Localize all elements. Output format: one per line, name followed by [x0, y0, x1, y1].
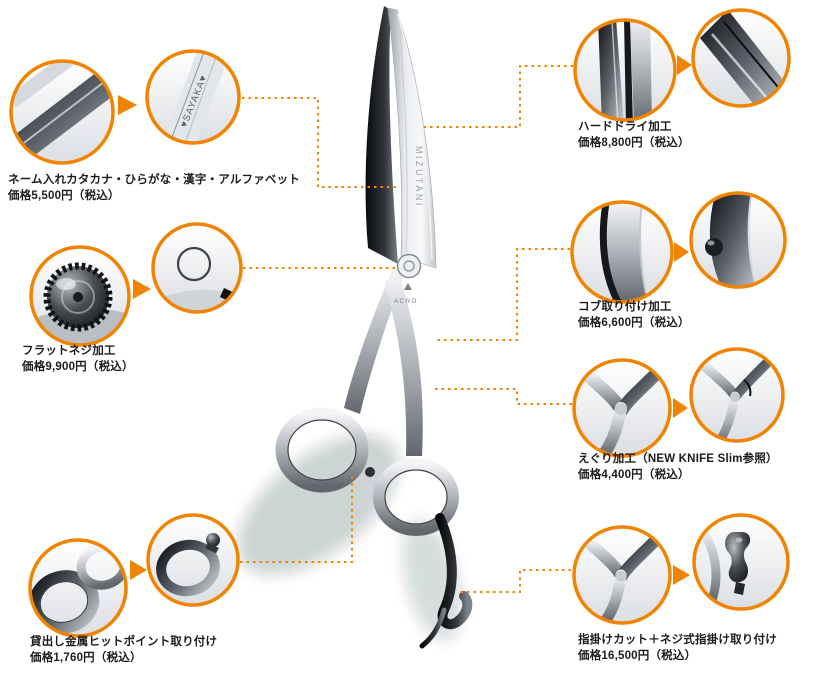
arrow-right-icon: [673, 398, 688, 418]
option-price: 価格6,600円（税込）: [578, 316, 690, 329]
option-title: フラットネジ加工: [22, 345, 116, 357]
scissors-shadow: [237, 435, 399, 575]
option-price: 価格16,500円（税込）: [578, 649, 697, 662]
option-price: 価格5,500円（税込）: [8, 189, 120, 202]
scissors-bumper: [365, 467, 375, 477]
kobu-bump: [705, 238, 723, 256]
scissors-finger-ring: [373, 458, 459, 536]
option-label-name-engraving: ネーム入れカタカナ・ひらがな・漢字・アルファベット 価格5,500円（税込）: [8, 173, 300, 204]
closeup-before-content: [580, 532, 664, 622]
closeup-ring: [570, 200, 674, 304]
closeup-before-content: [598, 21, 652, 119]
finger-rest-part: [725, 532, 751, 583]
closeup-ring: [151, 222, 243, 314]
logo-icon: [404, 283, 412, 290]
option-title: えぐり加工（NEW KNIFE Slim参照）: [578, 453, 778, 465]
option-price: 価格9,900円（税込）: [22, 360, 134, 373]
arrow-right-icon: [118, 95, 137, 115]
arrow-right-icon: [133, 279, 151, 299]
closeup-ring: [689, 347, 785, 443]
callout-hit-point: [28, 513, 240, 638]
callout-hard-dry: [573, 8, 791, 122]
closeup-ring: [29, 245, 131, 347]
option-label-kobu: コブ取り付け加工 価格6,600円（税込）: [578, 300, 690, 331]
logo-text: ACRO: [394, 298, 418, 305]
thumb-ring-edge: [287, 419, 357, 481]
closeup-ring: [691, 8, 791, 108]
closeup-after-content: [705, 194, 759, 286]
connector-hard-dry: [424, 65, 573, 128]
tang-tail: [419, 607, 447, 649]
closeup-ring: [28, 538, 128, 638]
scissors-upper-shank: [344, 266, 404, 414]
closeup-after-content: [156, 533, 220, 597]
scissors-illustration: MIZUTANI ACRO: [237, 6, 473, 649]
scissors-pinky-tang: [435, 513, 473, 630]
option-price: 価格4,400円（税込）: [578, 468, 690, 481]
callout-flat-screw: [29, 222, 243, 347]
option-price: 価格1,760円（税込）: [30, 651, 142, 664]
brand-text: MIZUTANI: [414, 146, 424, 208]
scissors-back-blade: [365, 6, 398, 264]
option-title: ネーム入れカタカナ・ひらがな・漢字・アルファベット: [8, 174, 301, 186]
closeup-after-content: [700, 11, 788, 105]
hit-point-knob: [206, 533, 220, 547]
closeup-ring: [689, 191, 787, 289]
blade-highlight: [397, 13, 433, 261]
closeup-ring: [9, 59, 115, 165]
option-label-finger-rest: 指掛けカット＋ネジ式指掛け取り付け 価格16,500円（税込）: [578, 633, 777, 664]
blade-ridge: [399, 29, 408, 253]
finger-ring-edge: [384, 469, 448, 525]
closeup-before-circle: [31, 541, 125, 635]
option-title: 指掛けカット＋ネジ式指掛け取り付け: [578, 634, 777, 646]
connector-hit-point: [240, 474, 353, 563]
scissors-thumb-ring: [275, 407, 369, 493]
closeup-ring: [145, 49, 241, 145]
arrow-right-icon: [673, 565, 690, 585]
closeup-ring: [146, 513, 240, 607]
scissors-pivot-screw: [396, 253, 422, 279]
closeup-ring: [692, 513, 790, 611]
option-label-eguri: えぐり加工（NEW KNIFE Slim参照） 価格4,400円（税込）: [578, 452, 778, 483]
closeup-ring: [573, 18, 677, 122]
callout-kobu: [570, 191, 787, 304]
option-title: 貸出し金属ヒットポイント取り付け: [30, 636, 218, 648]
scissors-lower-shank: [384, 272, 423, 456]
closeup-ring: [572, 358, 672, 458]
connector-finger-rest: [458, 569, 571, 593]
option-title: コブ取り付け加工: [578, 301, 672, 313]
arrow-right-icon: [677, 55, 692, 75]
closeup-after-circle: [154, 225, 240, 311]
connector-name-engraving: [242, 97, 396, 188]
scissors-front-blade: [387, 7, 437, 269]
option-label-flat-screw: フラットネジ加工 価格9,900円（税込）: [22, 344, 134, 375]
arrow-right-icon: [674, 242, 689, 262]
option-price: 価格8,800円（税込）: [578, 136, 690, 149]
callout-finger-rest: [572, 513, 790, 625]
callout-name-engraving: ♥SAYAKA♥: [9, 49, 241, 165]
closeup-before-content: [599, 203, 649, 301]
option-title: ハードドライ加工: [578, 121, 672, 133]
option-label-hard-dry: ハードドライ加工 価格8,800円（税込）: [578, 120, 690, 151]
connector-kobu: [436, 248, 570, 341]
connector-eguri: [434, 388, 572, 405]
arrow-right-icon: [130, 560, 147, 580]
pivot-screw-ring: [403, 260, 415, 272]
closeup-ring: [572, 525, 672, 625]
connector-lines: [240, 65, 573, 593]
option-label-hit-point: 貸出し金属ヒットポイント取り付け 価格1,760円（税込）: [30, 635, 217, 666]
callout-eguri: [572, 347, 785, 458]
